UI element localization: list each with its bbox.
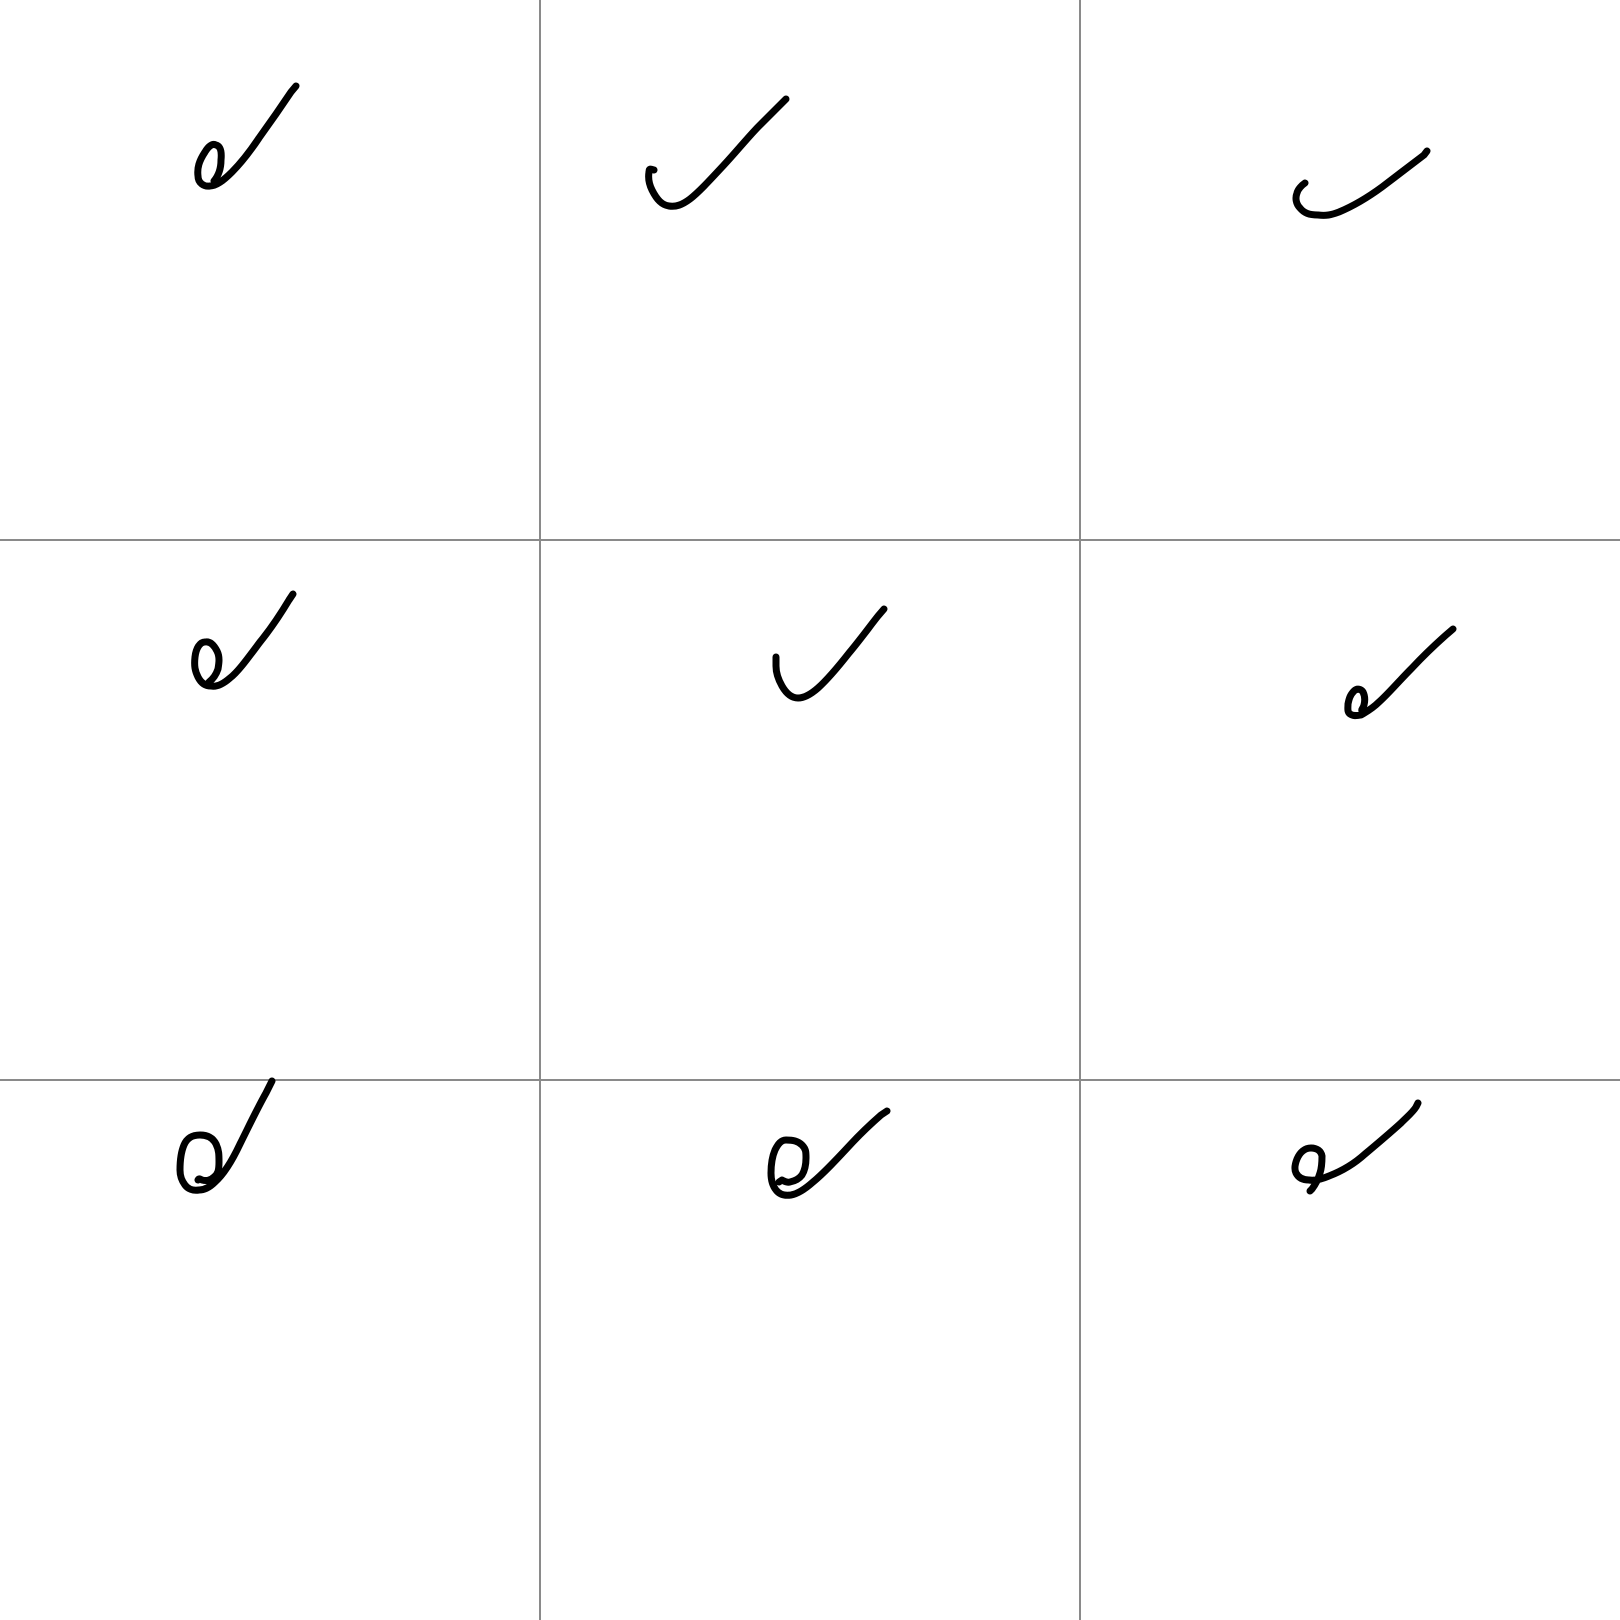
checkmark-icon [767,1107,891,1199]
cell-r3-c3[interactable] [1082,1082,1620,1620]
cell-r2-c2[interactable] [541,541,1079,1079]
checkmark-icon [1292,147,1431,219]
cell-r2-c3[interactable] [1082,541,1620,1079]
checkmark-icon [1344,625,1457,720]
cell-r1-c1[interactable] [0,0,538,538]
checkmark-icon [1291,1099,1422,1195]
checkmark-icon [645,95,790,210]
cell-r3-c2[interactable] [541,1082,1079,1620]
cell-r3-c1[interactable] [0,1077,538,1620]
checkmark-icon [772,605,888,702]
checkmark-icon [191,590,297,690]
checkmark-icon [176,1077,276,1194]
cell-r1-c2[interactable] [541,0,1079,538]
cell-r1-c3[interactable] [1082,0,1620,538]
checkmark-icon [194,82,300,190]
cell-r2-c1[interactable] [0,541,538,1079]
